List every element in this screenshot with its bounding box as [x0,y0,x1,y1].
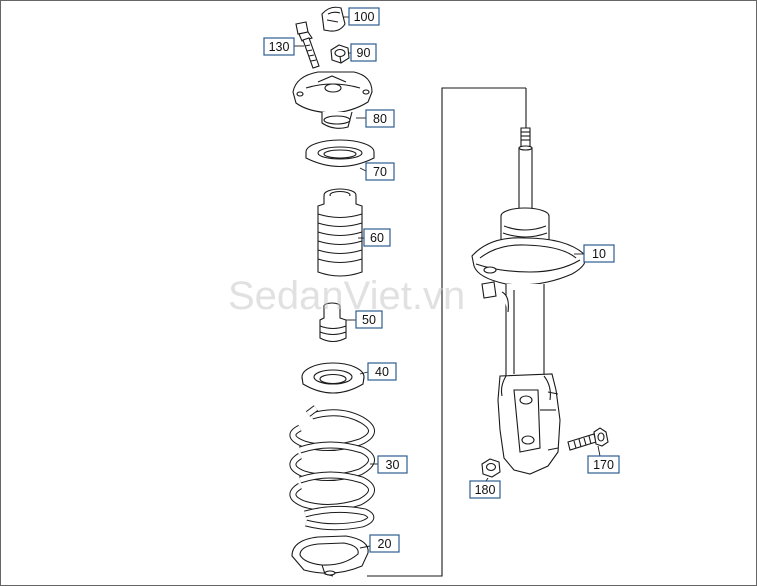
callout-label: 10 [592,247,606,261]
callout-label: 20 [378,537,392,551]
part-70-bearing[interactable] [306,140,374,167]
callout-label: 80 [373,112,387,126]
part-50-bump-stop[interactable] [320,303,346,342]
part-30-coil-spring[interactable] [293,408,372,527]
callout-80[interactable]: 80 [365,109,395,128]
callout-90[interactable]: 90 [350,43,377,62]
callout-70[interactable]: 70 [365,162,395,181]
callout-box [348,7,380,26]
callout-20[interactable]: 20 [369,534,400,553]
leader-70 [359,167,367,172]
part-40-spring-seat-upper[interactable] [302,363,364,393]
part-90-nut[interactable] [331,45,349,63]
callout-30[interactable]: 30 [377,455,408,474]
callout-box [263,37,295,56]
part-60-dust-boot[interactable] [318,189,362,276]
part-10-strut-assembly[interactable] [472,128,586,474]
callout-box [350,43,377,62]
callout-label: 90 [357,46,371,60]
part-130-bolt[interactable] [296,22,319,68]
callout-box [355,310,383,329]
callout-label: 180 [475,483,496,497]
callout-label: 40 [375,365,389,379]
callout-label: 170 [593,458,614,472]
callout-box [469,480,501,499]
part-80-top-mount[interactable] [293,72,372,128]
callout-box [583,244,615,263]
leader-lines [294,16,601,549]
callout-label: 70 [373,165,387,179]
callout-label: 100 [354,10,375,24]
leader-170 [597,445,601,457]
part-180-nut[interactable] [482,459,500,477]
part-100-cap[interactable] [322,7,345,31]
group-bracket-line [367,87,526,577]
callout-10[interactable]: 10 [583,244,615,263]
callout-box [367,362,397,381]
leader-40 [359,371,369,375]
callout-box [363,228,391,247]
callout-label: 50 [362,313,376,327]
callout-130[interactable]: 130 [263,37,295,56]
part-20-spring-seat-lower[interactable] [292,536,368,576]
callout-box [377,455,408,474]
callout-50[interactable]: 50 [355,310,383,329]
watermark: SedanViet.vn [228,274,465,318]
callout-label: 130 [269,40,290,54]
callout-label: 30 [386,458,400,472]
callout-box [587,455,620,474]
callout-box [369,534,400,553]
leader-20 [359,545,371,549]
part-170-mounting-bolt[interactable] [568,428,608,450]
callout-60[interactable]: 60 [363,228,391,247]
callout-label: 60 [370,231,384,245]
callout-box [365,109,395,128]
callout-box [365,162,395,181]
callout-180[interactable]: 180 [469,480,501,499]
callout-100[interactable]: 100 [348,7,380,26]
callout-170[interactable]: 170 [587,455,620,474]
callout-40[interactable]: 40 [367,362,397,381]
